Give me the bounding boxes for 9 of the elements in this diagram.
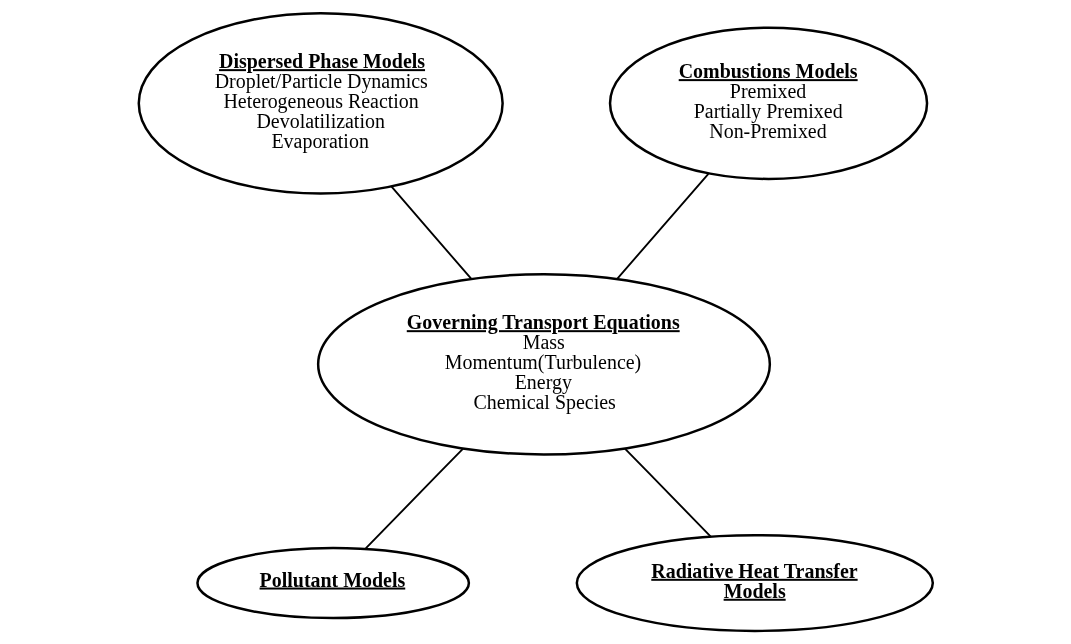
connector bbox=[615, 172, 709, 280]
node-ellipse: Governing Transport Equations Mass Momentum(Turbulence) Energy Chemical Species bbox=[316, 272, 771, 456]
connector bbox=[364, 447, 464, 550]
node-ellipse: Combustions Models Premixed Partially Premixed Non-Premixed bbox=[608, 26, 928, 181]
node-ellipse: Pollutant Models bbox=[195, 546, 470, 620]
node-ellipse: Radiative Heat Transfer Models bbox=[575, 533, 934, 633]
connector bbox=[389, 185, 472, 280]
node-ellipse: Dispersed Phase Models Droplet/Particle Dynamics Heterogeneous Reaction Devolatilization Evaporation bbox=[137, 11, 504, 195]
connector bbox=[623, 447, 712, 538]
